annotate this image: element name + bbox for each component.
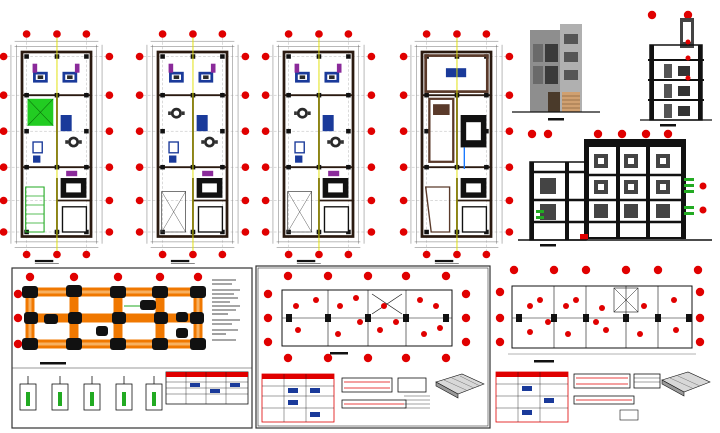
section-long <box>518 129 712 247</box>
plan-second-floor <box>136 30 250 263</box>
section-side <box>640 10 712 127</box>
plan-first-floor <box>0 30 113 263</box>
sheet-beams-1 <box>255 265 491 429</box>
sheet-beams-2 <box>495 265 711 423</box>
plan-roof <box>400 30 514 263</box>
sheet-foundation <box>11 267 253 429</box>
plan-third-floor <box>262 30 376 263</box>
front-elevation <box>512 24 600 121</box>
